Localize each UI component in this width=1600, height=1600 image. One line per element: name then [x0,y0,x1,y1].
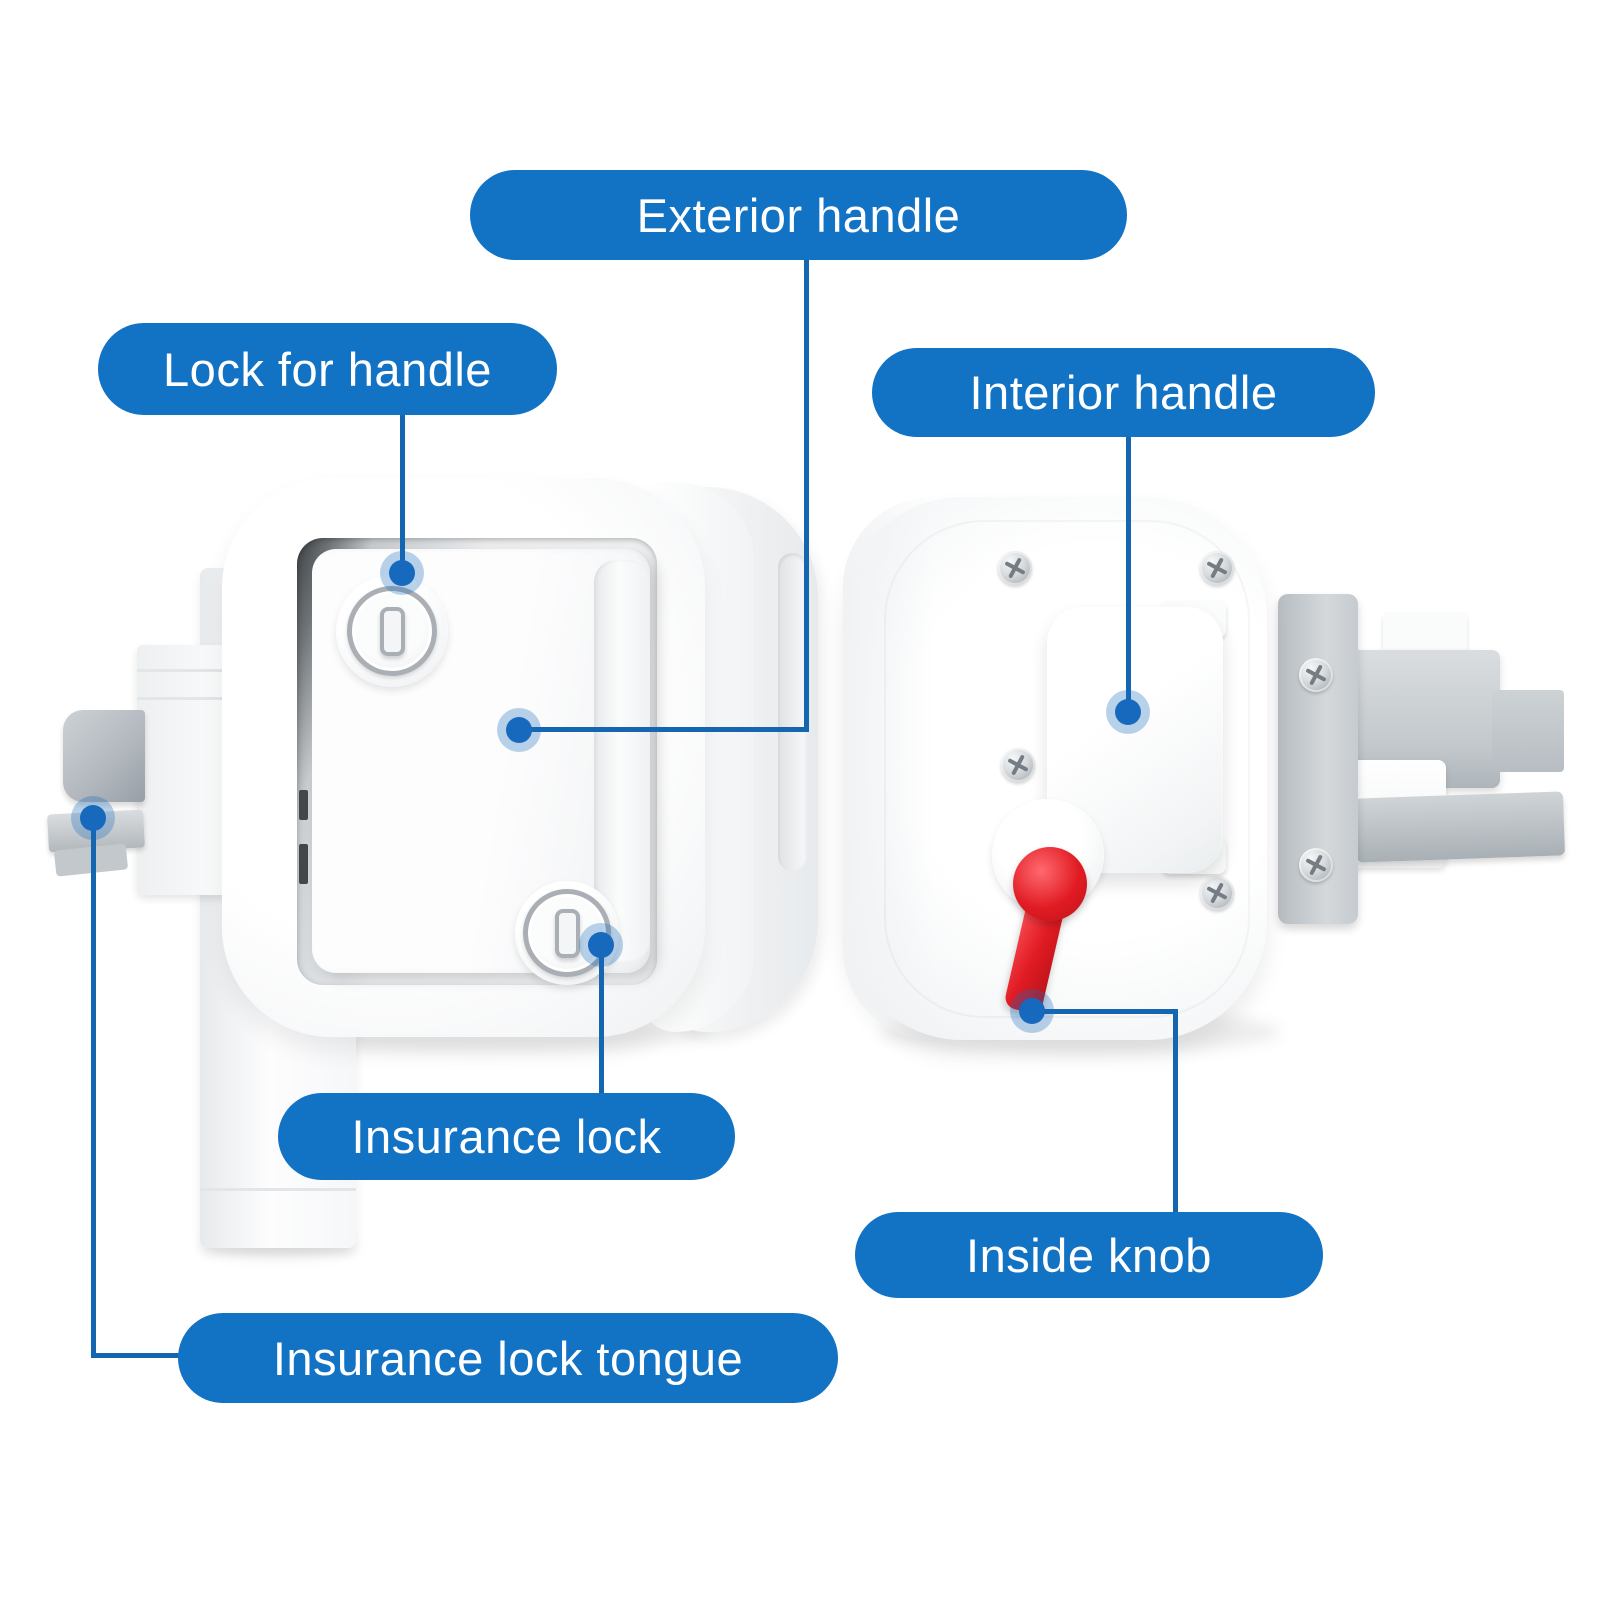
anchor-dot-exterior-handle [506,717,532,743]
mounting-screw [1200,876,1234,910]
callout-inside-knob: Inside knob [855,1212,1323,1298]
inside-knob-pivot[interactable] [1013,847,1087,921]
insurance-lock-keyhole-slot[interactable] [554,908,580,958]
callout-interior-handle: Interior handle [872,348,1375,437]
connector-exterior-handle-vertical [804,258,809,732]
anchor-dot-inside-knob [1019,998,1045,1024]
connector-insurance-lock [599,943,604,1095]
connector-interior-handle [1126,435,1131,714]
mounting-screw [998,551,1032,585]
cavity-mechanism-notch [299,790,308,820]
interior-latch-tongue-lower [1354,791,1566,863]
callout-exterior-handle: Exterior handle [470,170,1127,260]
latch-plate-screw [1299,848,1333,882]
interior-latch-tongue-tip [1492,690,1564,772]
handle-lock-keyhole-slot[interactable] [379,606,405,656]
main-latch-tongue [63,710,145,802]
connector-tongue-vertical [91,816,96,1358]
strike-plate-seam [137,697,229,700]
mounting-screw [1200,551,1234,585]
cavity-mechanism-notch [299,844,308,884]
connector-inside-knob-vertical [1173,1009,1178,1214]
insurance-lock-cylinder[interactable] [523,889,611,977]
mounting-screw [1001,748,1035,782]
latch-plate-screw [1299,658,1333,692]
strike-plate-seam [137,669,229,672]
handle-lock-cylinder[interactable] [347,586,437,676]
connector-lock-for-handle [400,413,405,575]
anchor-dot-lock-tongue [80,805,106,831]
handle-lock-boss [336,575,448,687]
connector-exterior-handle-horizontal [519,727,809,732]
connector-tongue-horizontal [91,1353,181,1358]
callout-insurance-lock: Insurance lock [278,1093,735,1180]
anchor-dot-interior-handle [1115,699,1141,725]
callout-lock-for-handle: Lock for handle [98,323,557,415]
callout-insurance-lock-tongue: Insurance lock tongue [178,1313,838,1403]
anchor-dot-insurance-lock [588,932,614,958]
anchor-dot-lock-for-handle [389,560,415,586]
connector-inside-knob-horizontal [1030,1009,1178,1014]
exterior-housing-groove [778,553,807,871]
interior-body-edge-highlight [843,497,933,1040]
bracket-seam [200,1188,356,1191]
strike-plate [137,645,229,895]
